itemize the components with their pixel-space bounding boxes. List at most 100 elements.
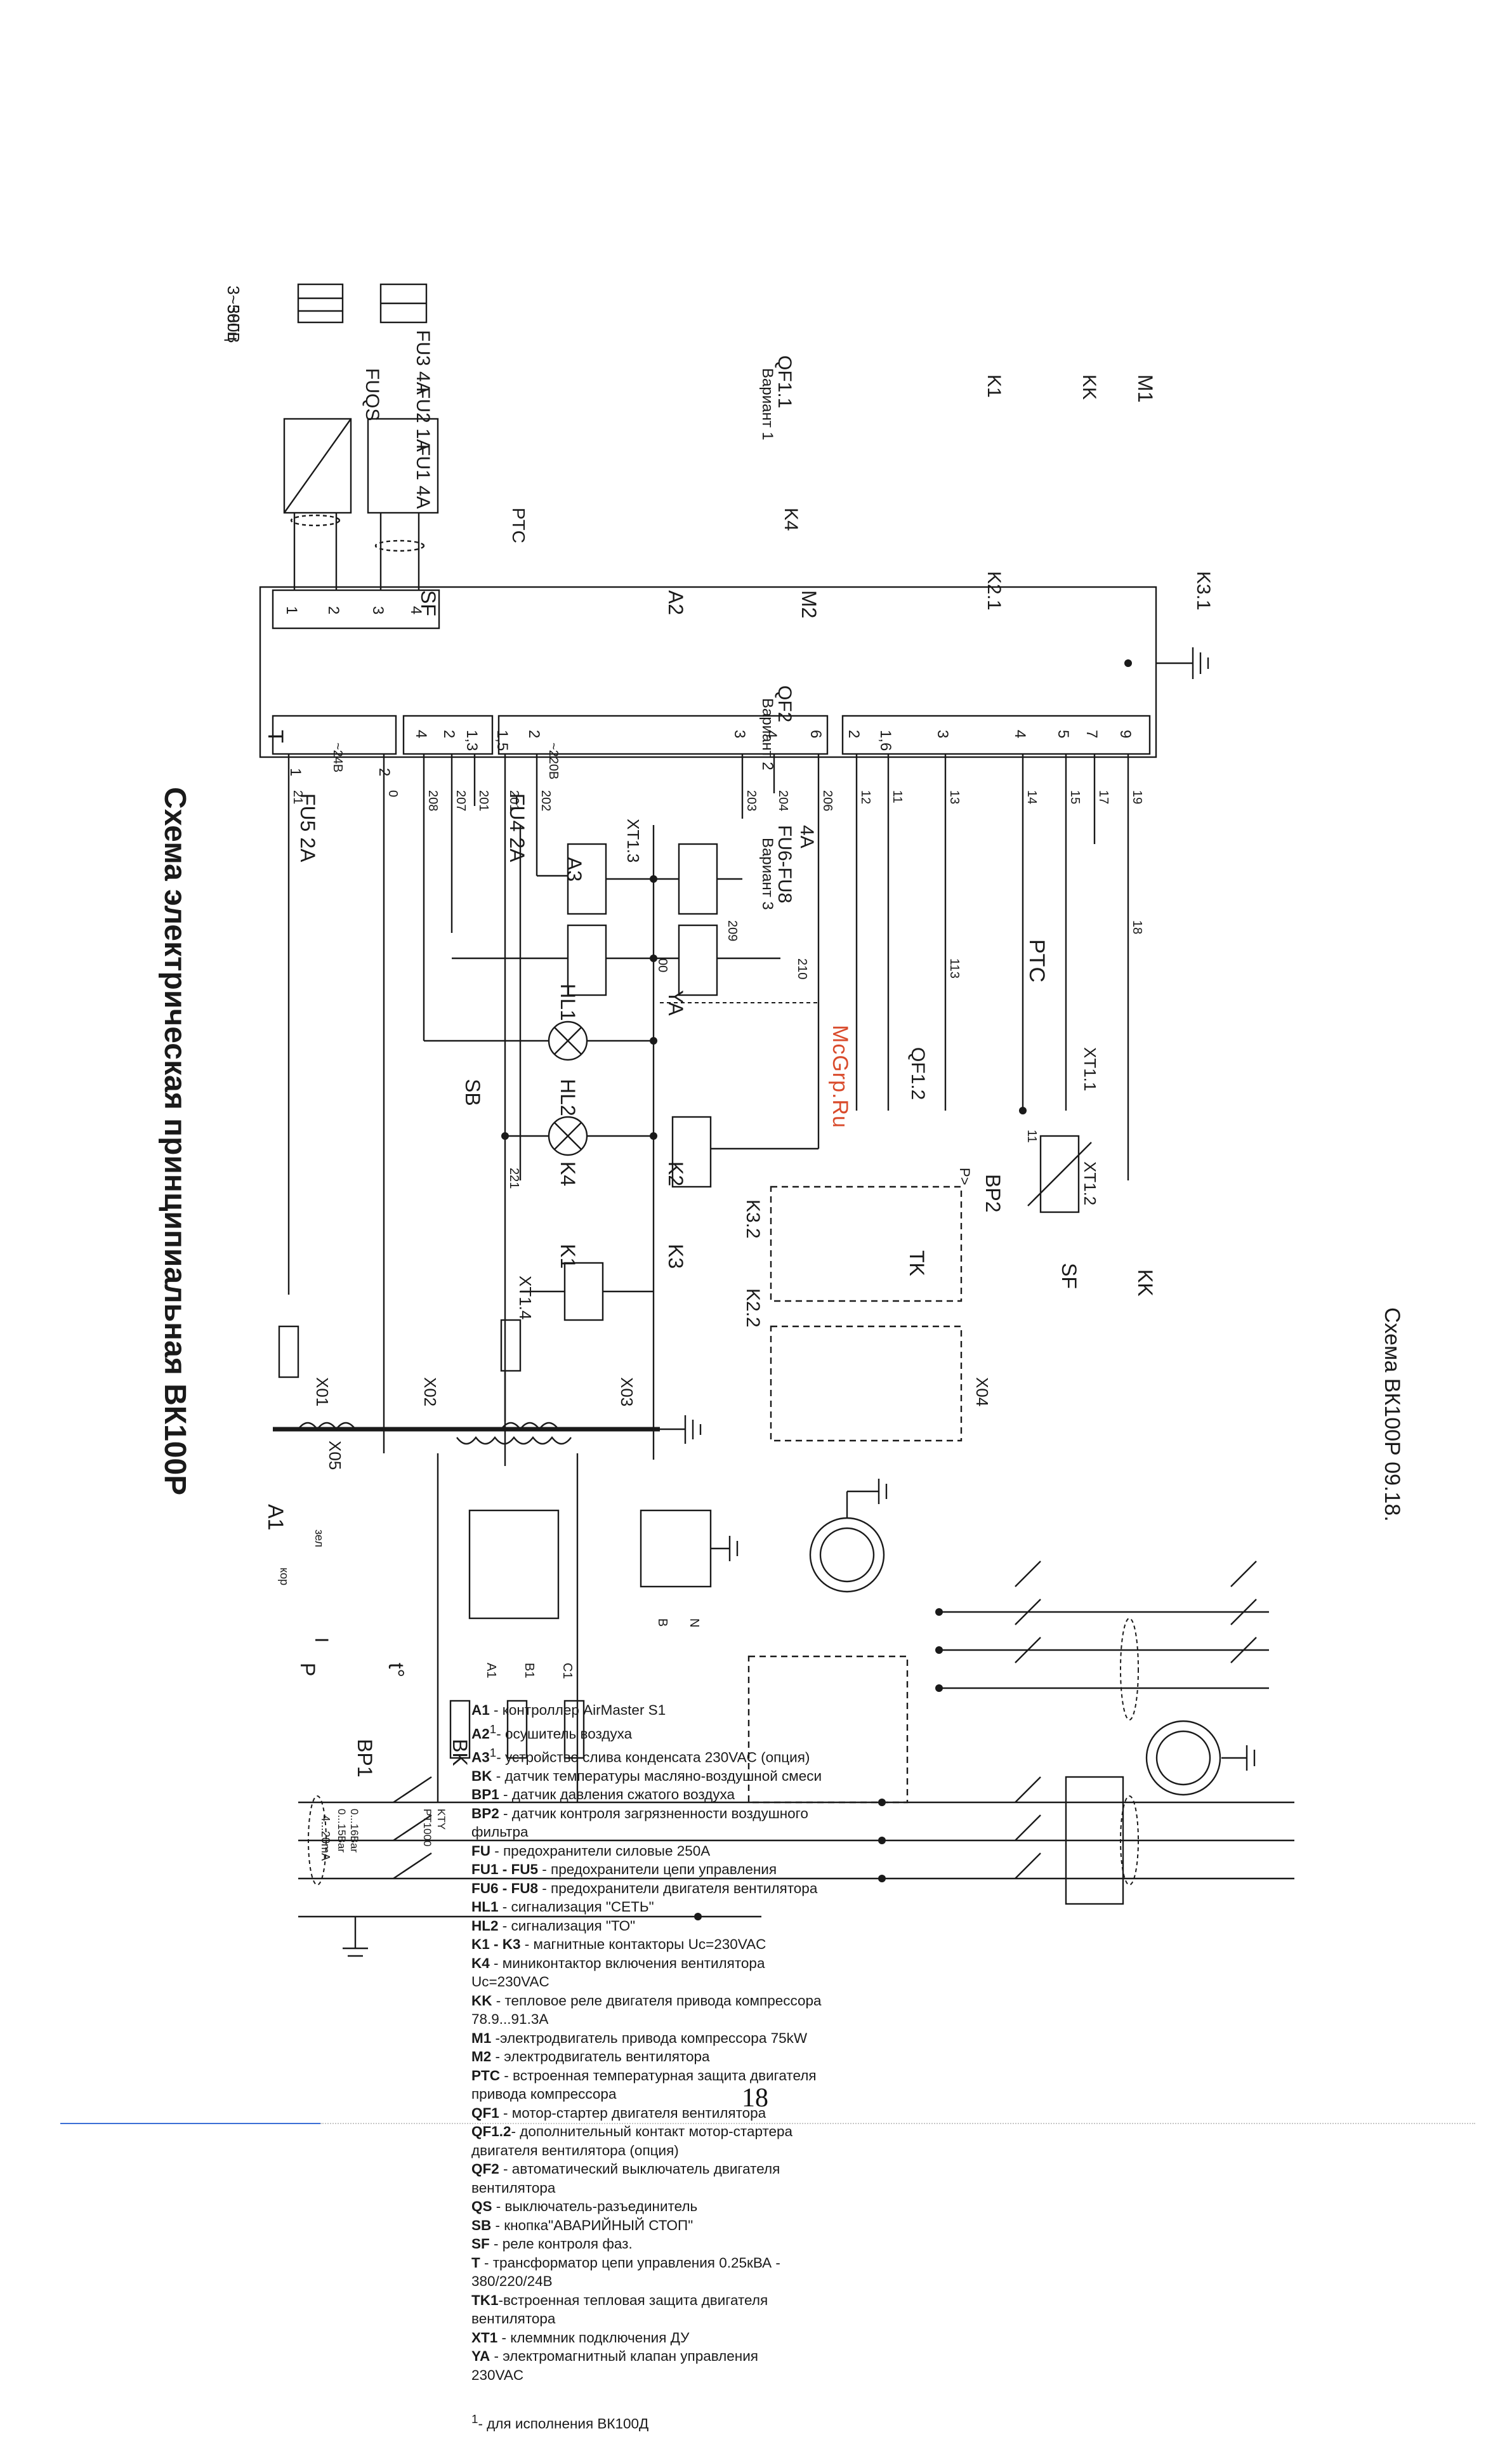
diagram-title: Схема электрическая принципиальная ВК100…: [158, 787, 192, 1496]
legend-code: A2: [471, 1726, 490, 1741]
legend-row: двигателя вентилятора (опция): [471, 2141, 878, 2160]
connector-pin-x05: 2: [325, 606, 342, 614]
note-sup: 1: [471, 2412, 478, 2426]
legend-row: M2 - электродвигатель вентилятора: [471, 2047, 878, 2066]
legend-text: -встроенная тепловая защита двигателя: [498, 2292, 768, 2308]
label-fu4: FU4 2A: [506, 793, 529, 862]
conn-x01-2: 2: [376, 768, 393, 776]
label-xt1-3: XT1.3: [624, 819, 643, 863]
legend-row: BP1 - датчик давления сжатого воздуха: [471, 1785, 878, 1804]
footer-link-rule[interactable]: [60, 2123, 320, 2124]
label-ptc: PTC: [1025, 939, 1049, 982]
label-a2: A2: [664, 590, 687, 616]
x05-connector: [272, 589, 440, 630]
legend-text: фильтра: [471, 1824, 529, 1840]
legend-text: - автоматический выключатель двигателя: [499, 2161, 780, 2177]
label-tk: TK: [905, 1250, 928, 1276]
legend-row: A21- осушитель воздуха: [471, 1720, 878, 1743]
legend-text: - датчик давления сжатого воздуха: [499, 1786, 735, 1802]
connector-pin-x02: 1,3: [463, 730, 480, 751]
diagram-caption: Схема ВК100Р 09.18.: [1380, 1307, 1404, 1522]
wire-number: 12: [858, 790, 872, 804]
variant3-box: [770, 1185, 963, 1302]
watermark-text: McGrp.Ru: [828, 1025, 852, 1128]
legend-row: PTC - встроенная температурная защита дв…: [471, 2066, 878, 2085]
connector-pin-x05: 3: [369, 606, 386, 614]
connector-pin-x02: 2: [440, 730, 457, 738]
legend-row: SF - реле контроля фаз.: [471, 2235, 878, 2254]
legend-text: - магнитные контакторы Uc=230VAC: [520, 1936, 766, 1952]
legend-code: QF1: [471, 2104, 499, 2121]
legend-row: T - трансформатор цепи управления 0.25кВ…: [471, 2254, 878, 2273]
wire-number: 209: [725, 920, 739, 941]
label-a3: A3: [563, 857, 586, 882]
legend-row: BK - датчик температуры масляно-воздушно…: [471, 1767, 878, 1786]
label-xt1-1: XT1.1: [1081, 1047, 1100, 1092]
legend-row: FU1 - FU5 - предохранители цепи управлен…: [471, 1860, 878, 1879]
connector-pin-x02: 4: [412, 730, 430, 738]
legend-code: A1: [471, 1702, 490, 1718]
legend-text: - датчик температуры масляно-воздушной с…: [492, 1767, 822, 1784]
label-bp2: BP2: [982, 1174, 1004, 1213]
legend-sup: 1: [489, 1722, 497, 1736]
fu1-fuse: [449, 1700, 471, 1759]
wire-number: 221: [507, 1168, 521, 1189]
legend-row: SB - кнопка"АВАРИЙНЫЙ СТОП": [471, 2216, 878, 2235]
wire-number: N: [687, 1618, 701, 1627]
legend-text: двигателя вентилятора (опция): [471, 2142, 679, 2158]
wire-number: 11: [1025, 1130, 1039, 1143]
wire-number: 18: [1130, 920, 1144, 934]
label-fu3: FU3 4A: [412, 330, 433, 395]
bk-sensor: [367, 418, 439, 514]
wire-number: 210: [795, 958, 809, 979]
legend-code: QF1.2: [471, 2123, 511, 2139]
wire-number: 203: [744, 790, 758, 811]
label-x04: X04: [973, 1377, 992, 1407]
variant1-box: [747, 1655, 909, 1804]
label-qf1-2: QF1.2: [907, 1047, 928, 1100]
label-k2: K2: [664, 1161, 687, 1187]
label-qf2: QF2: [774, 685, 795, 723]
ya-valve: [671, 1116, 712, 1188]
legend-code: K4: [471, 1955, 490, 1971]
legend-text: - электродвигатель вентилятора: [491, 2049, 710, 2064]
label-x02: X02: [421, 1377, 440, 1407]
legend-text: - предохранители силовые 250A: [490, 1842, 711, 1859]
label-sensor-range-3: 0...16Bar: [348, 1809, 360, 1853]
connector-pin-x03: 1,5: [494, 730, 511, 751]
legend-row: BP2 - датчик контроля загрязненности воз…: [471, 1804, 878, 1823]
legend-code: FU: [471, 1842, 490, 1859]
legend-code: TK1: [471, 2292, 499, 2308]
connector-pin-x04: 2: [845, 730, 862, 738]
x01-connector: [272, 715, 397, 755]
legend-text: - устройство слива конденсата 230VAC (оп…: [496, 1749, 810, 1765]
legend-text: - сигнализация "ТО": [498, 1917, 636, 1934]
legend-text: - датчик контроля загрязненности воздушн…: [499, 1805, 808, 1821]
legend-row: A1 - контроллер AirMaster S1: [471, 1701, 878, 1720]
label-ptc-block: PTC: [509, 508, 529, 543]
legend-row: QF1 - мотор-стартер двигателя вентилятор…: [471, 2104, 878, 2123]
label-x05: X05: [325, 1441, 345, 1470]
wire-number: C1: [560, 1663, 574, 1679]
legend-code: SF: [471, 2236, 490, 2252]
label-fu6-fu8-rating: 4A: [796, 825, 817, 849]
label-bp2-symbol: P>: [957, 1168, 973, 1185]
legend-text: - реле контроля фаз.: [489, 2236, 633, 2252]
legend-row: FU6 - FU8 - предохранители двигателя вен…: [471, 1879, 878, 1898]
label-bp1-i: I: [311, 1637, 332, 1643]
label-kty: KTY: [435, 1809, 447, 1830]
legend-code: T: [471, 2254, 480, 2271]
label-k2-2: K2.2: [742, 1288, 763, 1328]
wire-number: 0: [386, 790, 400, 797]
connector-pin-x03: 4: [763, 730, 780, 738]
legend-code: BP1: [471, 1786, 499, 1802]
legend-code: K1 - K3: [471, 1936, 521, 1952]
legend-text: - контроллер AirMaster S1: [489, 1702, 666, 1718]
fu2-fuse: [506, 1700, 528, 1759]
wire-number: 17: [1096, 790, 1110, 804]
legend-code: YA: [471, 2348, 490, 2364]
connector-pin-x03: 2: [525, 730, 542, 738]
legend-row: M1 -электродвигатель привода компрессора…: [471, 2029, 878, 2048]
legend-row: KK - тепловое реле двигателя привода ком…: [471, 1991, 878, 2011]
